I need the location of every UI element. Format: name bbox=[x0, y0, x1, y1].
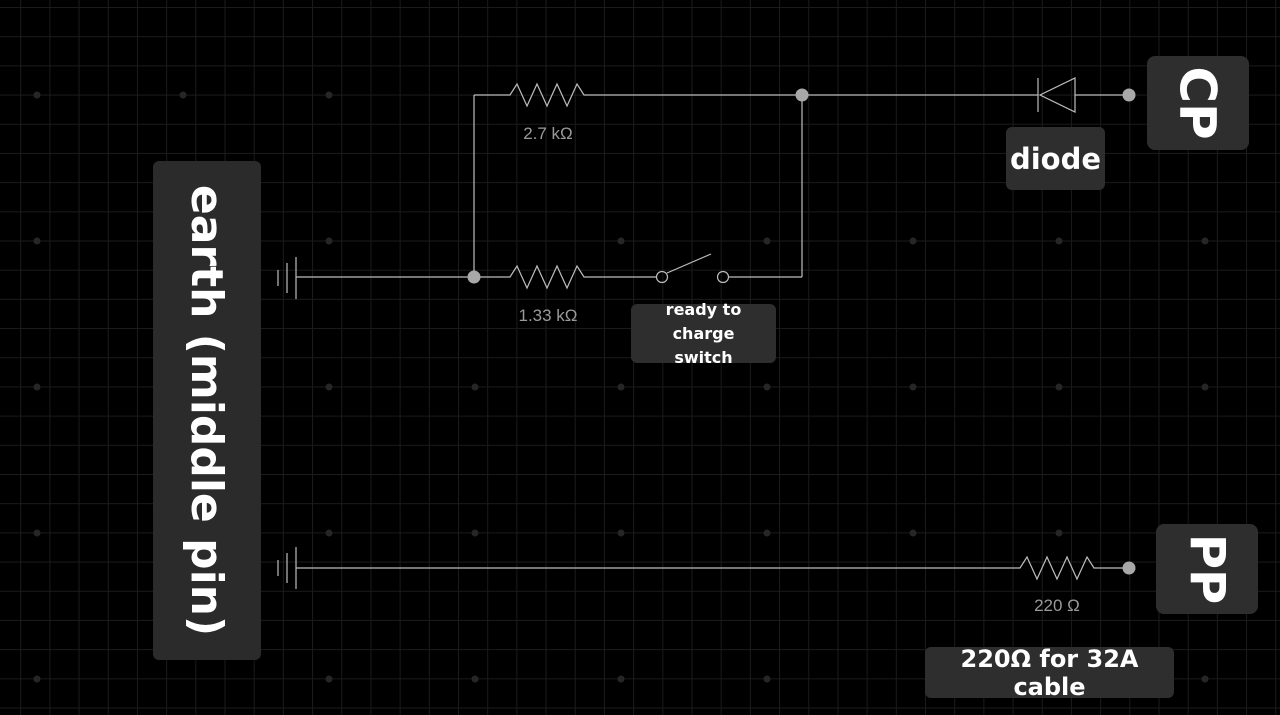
ground-icon-lower bbox=[277, 547, 297, 589]
diode-text: diode bbox=[1009, 141, 1102, 176]
ground-icon-upper bbox=[277, 257, 297, 299]
diode-label: diode bbox=[1006, 127, 1105, 190]
resistor-220-label: 220 Ω bbox=[1034, 596, 1080, 615]
switch-label-line-2: switch bbox=[674, 347, 733, 367]
cable-note-text: 220Ω for 32A cable bbox=[960, 644, 1139, 701]
resistor-1-33k-label: 1.33 kΩ bbox=[518, 306, 577, 325]
switch-label-line-1: ready to charge bbox=[665, 299, 742, 343]
resistor-1-33k-icon bbox=[474, 264, 656, 290]
switch-label: ready to charge switch bbox=[631, 300, 776, 367]
terminal-node-pp bbox=[1122, 561, 1136, 575]
junction-node-right bbox=[795, 88, 809, 102]
junction-node-left bbox=[467, 270, 481, 284]
diode-icon bbox=[1037, 77, 1076, 113]
earth-pin-label: earth (middle pin) bbox=[153, 161, 261, 660]
earth-pin-text: earth (middle pin) bbox=[181, 184, 233, 637]
cable-note-label: 220Ω for 32A cable bbox=[925, 644, 1174, 701]
cp-pin-label: CP bbox=[1147, 56, 1249, 150]
switch-icon bbox=[655, 253, 730, 284]
resistor-220-icon bbox=[296, 555, 1129, 581]
grid-dots bbox=[33, 91, 1209, 683]
pp-pin-label: PP bbox=[1156, 524, 1258, 614]
cp-pin-text: CP bbox=[1169, 66, 1227, 140]
resistor-2-7k-label: 2.7 kΩ bbox=[523, 124, 573, 143]
terminal-node-cp bbox=[1122, 88, 1136, 102]
resistor-2-7k-icon bbox=[474, 82, 802, 108]
pp-pin-text: PP bbox=[1178, 533, 1235, 605]
